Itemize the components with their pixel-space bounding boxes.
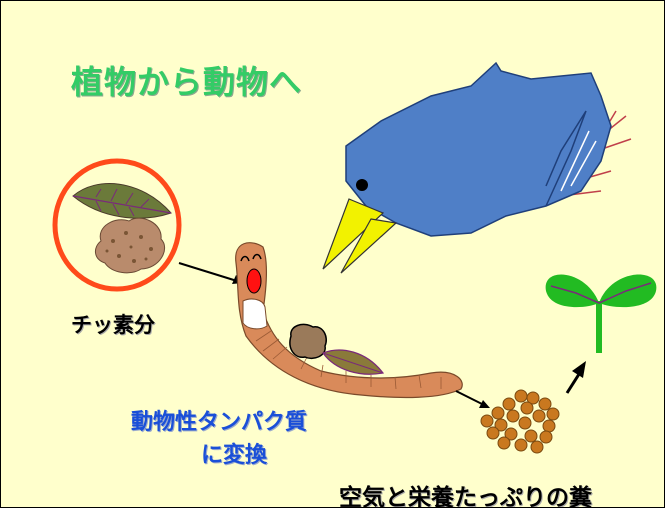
- soil-icon: [95, 217, 166, 274]
- dung-pellets-icon: [480, 389, 560, 454]
- slide-title: 植物から動物へ: [71, 63, 303, 101]
- arrow-worm-to-dung: [455, 390, 490, 408]
- nitrogen-circle: [52, 158, 182, 292]
- leaf-icon: [72, 183, 172, 219]
- dung-label: 空気と栄養たっぷりの糞: [339, 485, 592, 508]
- protein-label-line1: 動物性タンパク質: [131, 410, 308, 435]
- protein-label-line2: に変換: [201, 443, 268, 468]
- arrow-dung-to-sprout: [565, 361, 586, 394]
- bird-icon: [322, 61, 632, 274]
- nitrogen-label: チッ素分: [71, 313, 155, 337]
- sprout-icon: [545, 274, 657, 353]
- earthworm-icon: [235, 242, 463, 399]
- arrow-soil-to-worm: [178, 262, 243, 284]
